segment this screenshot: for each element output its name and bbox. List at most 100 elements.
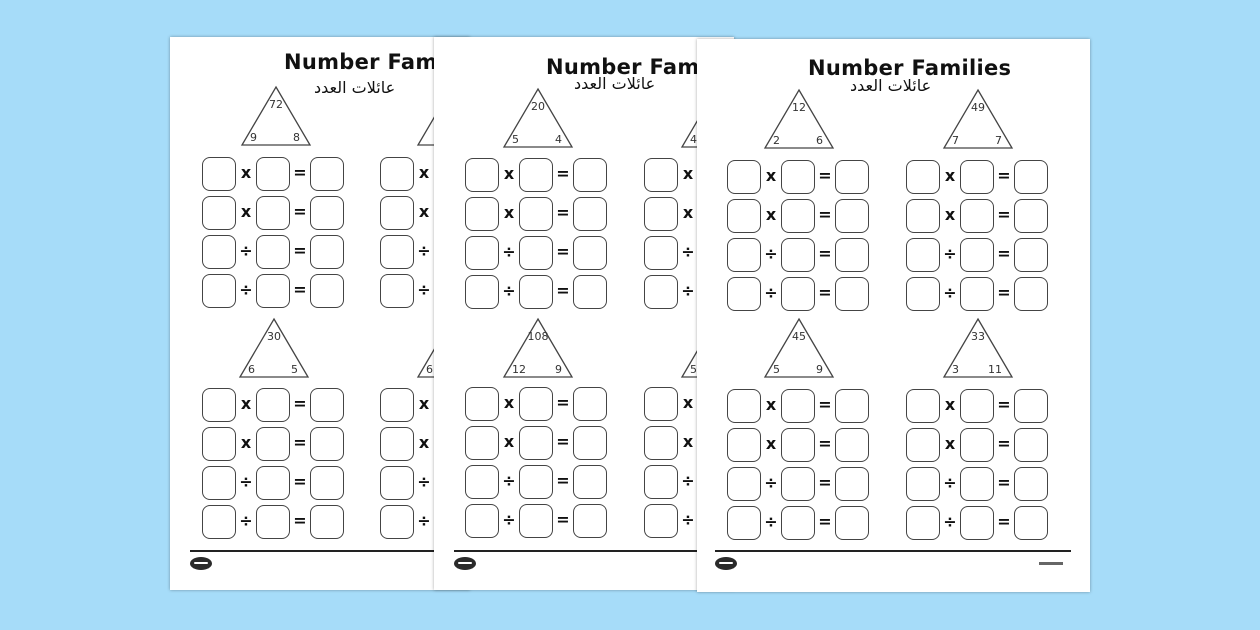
- answer-box[interactable]: [573, 158, 607, 192]
- answer-box[interactable]: [380, 388, 414, 422]
- answer-box[interactable]: [781, 277, 815, 311]
- answer-box[interactable]: [960, 199, 994, 233]
- answer-box[interactable]: [310, 505, 344, 539]
- answer-box[interactable]: [835, 199, 869, 233]
- answer-box[interactable]: [644, 426, 678, 460]
- answer-box[interactable]: [256, 274, 290, 308]
- answer-box[interactable]: [519, 387, 553, 421]
- answer-box[interactable]: [465, 504, 499, 538]
- answer-box[interactable]: [465, 197, 499, 231]
- answer-box[interactable]: [256, 466, 290, 500]
- answer-box[interactable]: [781, 160, 815, 194]
- answer-box[interactable]: [960, 467, 994, 501]
- answer-box[interactable]: [573, 275, 607, 309]
- answer-box[interactable]: [835, 160, 869, 194]
- answer-box[interactable]: [202, 388, 236, 422]
- answer-box[interactable]: [573, 426, 607, 460]
- answer-box[interactable]: [310, 196, 344, 230]
- answer-box[interactable]: [835, 506, 869, 540]
- answer-box[interactable]: [906, 277, 940, 311]
- answer-box[interactable]: [380, 196, 414, 230]
- answer-box[interactable]: [835, 238, 869, 272]
- answer-box[interactable]: [960, 160, 994, 194]
- answer-box[interactable]: [519, 197, 553, 231]
- answer-box[interactable]: [644, 504, 678, 538]
- answer-box[interactable]: [465, 426, 499, 460]
- answer-box[interactable]: [906, 199, 940, 233]
- answer-box[interactable]: [1014, 160, 1048, 194]
- answer-box[interactable]: [519, 426, 553, 460]
- answer-box[interactable]: [781, 428, 815, 462]
- answer-box[interactable]: [835, 389, 869, 423]
- answer-box[interactable]: [727, 199, 761, 233]
- answer-box[interactable]: [573, 236, 607, 270]
- answer-box[interactable]: [519, 275, 553, 309]
- answer-box[interactable]: [380, 505, 414, 539]
- answer-box[interactable]: [1014, 199, 1048, 233]
- answer-box[interactable]: [781, 199, 815, 233]
- answer-box[interactable]: [960, 428, 994, 462]
- answer-box[interactable]: [781, 506, 815, 540]
- answer-box[interactable]: [573, 197, 607, 231]
- answer-box[interactable]: [1014, 428, 1048, 462]
- answer-box[interactable]: [202, 427, 236, 461]
- answer-box[interactable]: [835, 428, 869, 462]
- answer-box[interactable]: [519, 504, 553, 538]
- answer-box[interactable]: [727, 238, 761, 272]
- answer-box[interactable]: [380, 274, 414, 308]
- answer-box[interactable]: [465, 236, 499, 270]
- answer-box[interactable]: [256, 505, 290, 539]
- answer-box[interactable]: [835, 467, 869, 501]
- answer-box[interactable]: [960, 277, 994, 311]
- answer-box[interactable]: [310, 274, 344, 308]
- answer-box[interactable]: [644, 197, 678, 231]
- answer-box[interactable]: [202, 466, 236, 500]
- answer-box[interactable]: [1014, 238, 1048, 272]
- answer-box[interactable]: [644, 465, 678, 499]
- answer-box[interactable]: [380, 466, 414, 500]
- answer-box[interactable]: [256, 427, 290, 461]
- answer-box[interactable]: [781, 238, 815, 272]
- answer-box[interactable]: [573, 504, 607, 538]
- answer-box[interactable]: [727, 428, 761, 462]
- answer-box[interactable]: [202, 274, 236, 308]
- answer-box[interactable]: [380, 427, 414, 461]
- answer-box[interactable]: [256, 235, 290, 269]
- answer-box[interactable]: [644, 158, 678, 192]
- answer-box[interactable]: [644, 275, 678, 309]
- answer-box[interactable]: [573, 465, 607, 499]
- answer-box[interactable]: [202, 196, 236, 230]
- answer-box[interactable]: [1014, 389, 1048, 423]
- answer-box[interactable]: [906, 160, 940, 194]
- answer-box[interactable]: [202, 157, 236, 191]
- answer-box[interactable]: [310, 466, 344, 500]
- answer-box[interactable]: [310, 427, 344, 461]
- answer-box[interactable]: [727, 389, 761, 423]
- answer-box[interactable]: [835, 277, 869, 311]
- answer-box[interactable]: [573, 387, 607, 421]
- answer-box[interactable]: [727, 277, 761, 311]
- answer-box[interactable]: [519, 236, 553, 270]
- answer-box[interactable]: [380, 157, 414, 191]
- answer-box[interactable]: [310, 235, 344, 269]
- answer-box[interactable]: [960, 238, 994, 272]
- answer-box[interactable]: [727, 506, 761, 540]
- answer-box[interactable]: [202, 235, 236, 269]
- answer-box[interactable]: [781, 467, 815, 501]
- answer-box[interactable]: [906, 506, 940, 540]
- answer-box[interactable]: [310, 157, 344, 191]
- answer-box[interactable]: [310, 388, 344, 422]
- answer-box[interactable]: [256, 157, 290, 191]
- answer-box[interactable]: [906, 389, 940, 423]
- answer-box[interactable]: [1014, 506, 1048, 540]
- answer-box[interactable]: [465, 275, 499, 309]
- answer-box[interactable]: [256, 196, 290, 230]
- answer-box[interactable]: [960, 389, 994, 423]
- answer-box[interactable]: [1014, 467, 1048, 501]
- answer-box[interactable]: [1014, 277, 1048, 311]
- answer-box[interactable]: [202, 505, 236, 539]
- answer-box[interactable]: [644, 236, 678, 270]
- answer-box[interactable]: [380, 235, 414, 269]
- answer-box[interactable]: [906, 238, 940, 272]
- answer-box[interactable]: [906, 428, 940, 462]
